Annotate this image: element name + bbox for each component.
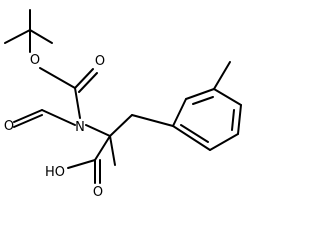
bond-n-to-formyl-c [41, 109, 76, 126]
bond-alpha-c-to-carboxyl-c [94, 135, 111, 161]
bond-o-to-carbonyl-c [39, 67, 76, 89]
structure-diagram: O O N O HO O [4, 9, 242, 200]
atom-labels: O O N O HO O [4, 53, 105, 200]
bond-ring-3 [213, 88, 242, 106]
bond-tbu-methyl-right [29, 29, 53, 44]
bond-ring-methyl [213, 61, 231, 90]
atom-oh: HO [45, 165, 65, 180]
bond-ring-inner-b [231, 109, 235, 131]
atom-n: N [75, 120, 85, 135]
bond-ring-inner-c [180, 124, 209, 143]
bond-formyl-double-b [13, 114, 43, 128]
atom-o-acid: O [93, 185, 103, 200]
bond-carbonyl-double-a [74, 68, 94, 89]
bond-ch2-to-ring [131, 114, 174, 127]
bond-ring-4 [237, 104, 242, 135]
atom-o-carbonyl: O [95, 54, 105, 69]
bond-carboxyl-c-to-oh [67, 159, 96, 169]
bond-carbonyl-c-to-n [74, 87, 81, 119]
bond-ring-5 [209, 133, 239, 151]
bonds [4, 9, 242, 184]
bond-ring-inner-a [192, 96, 214, 105]
bond-alpha-c-to-methyl [109, 135, 116, 166]
bond-n-to-alpha-c [85, 124, 111, 137]
bond-ring-6 [172, 125, 211, 151]
atom-o-ester: O [30, 53, 40, 68]
bond-formyl-double-a [13, 109, 43, 123]
bond-ring-1 [172, 98, 187, 127]
bond-ring-2 [185, 88, 215, 100]
bond-alpha-c-to-ch2 [109, 114, 133, 137]
bond-tbu-methyl-left [4, 29, 31, 44]
bond-carbonyl-double-b [78, 72, 98, 93]
atom-o-formyl: O [4, 119, 14, 134]
